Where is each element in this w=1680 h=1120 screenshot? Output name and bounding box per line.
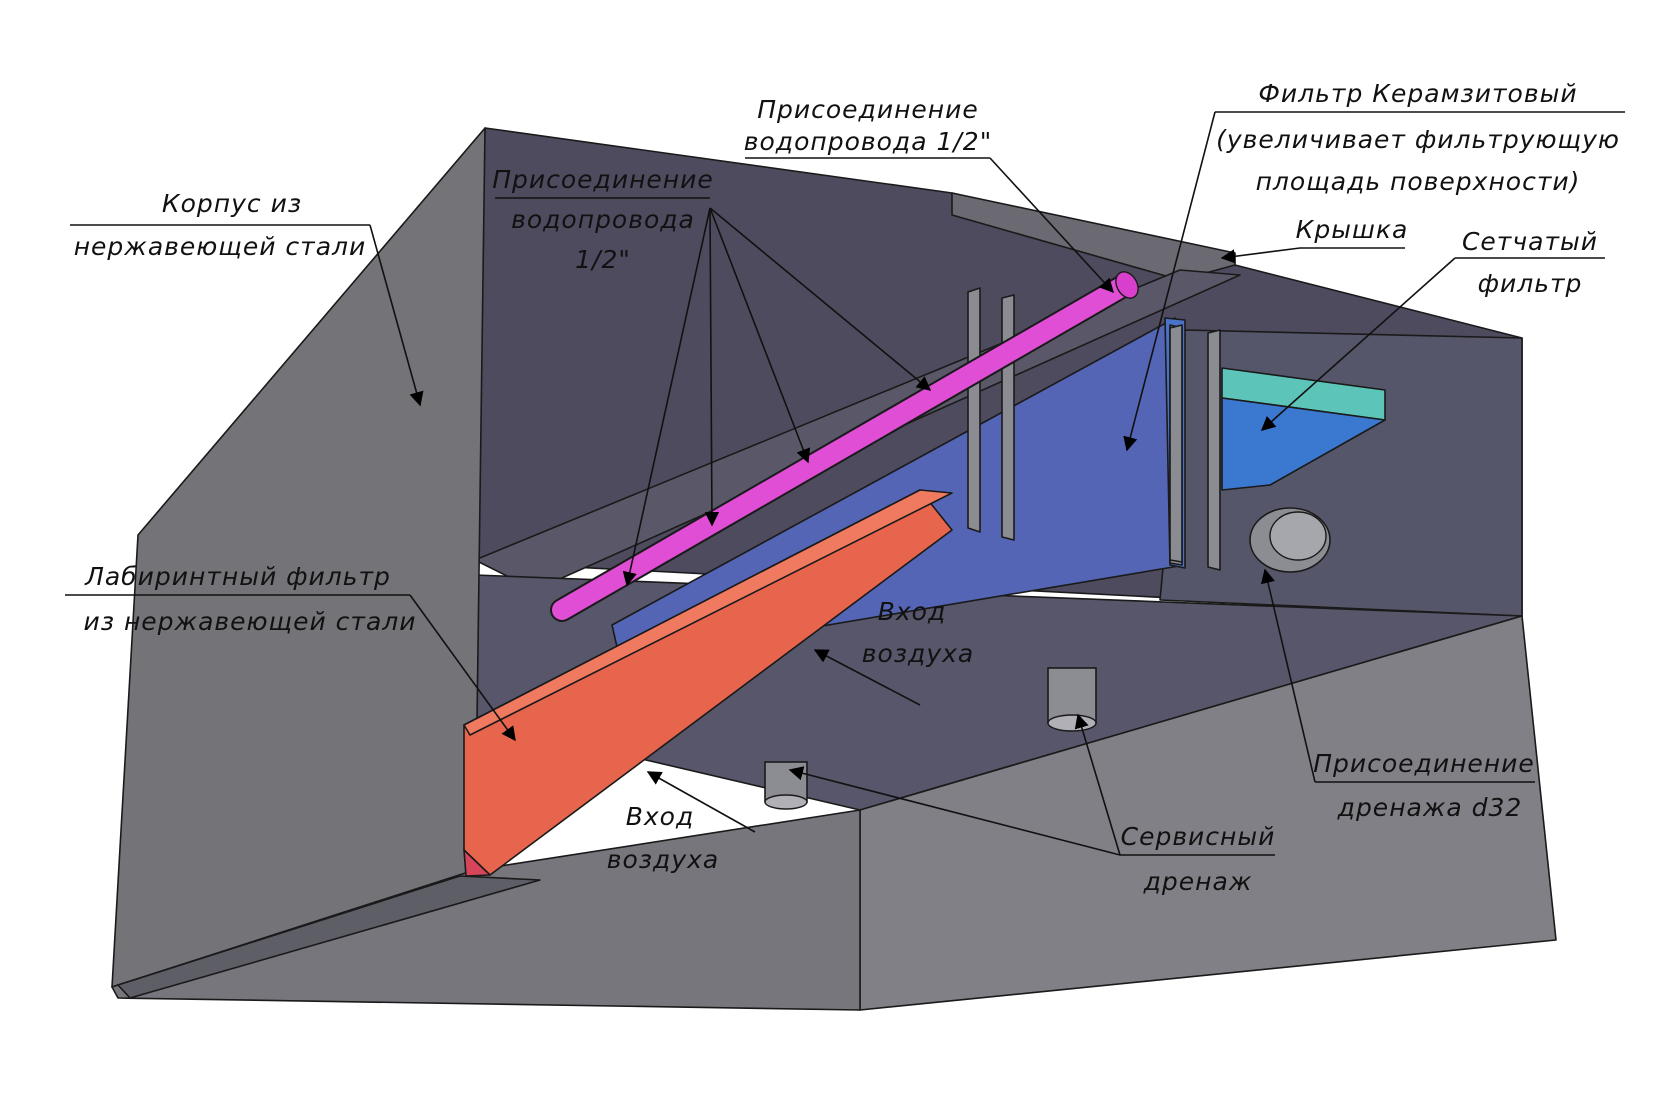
ceramsite-label-line2: (увеличивает фильтрующую bbox=[1216, 125, 1620, 154]
labyrinth-filter bbox=[463, 489, 953, 877]
water1-label-line1: Присоединение bbox=[492, 165, 714, 194]
mesh-leader bbox=[1260, 257, 1456, 431]
drain-pipe-inner bbox=[1269, 511, 1327, 561]
rail-3 bbox=[1169, 324, 1183, 563]
air2-label-line1: Вход bbox=[626, 802, 695, 831]
drain-connection bbox=[1249, 507, 1331, 573]
water2-label-line1: Присоединение bbox=[757, 95, 979, 124]
lid-label: Крышка bbox=[1296, 215, 1409, 244]
water2-leader bbox=[989, 157, 1114, 294]
service-drain-rim-1 bbox=[1047, 714, 1097, 732]
water-pipe-fill bbox=[552, 275, 1135, 620]
labyrinth-leader bbox=[409, 594, 516, 742]
vertical-rails bbox=[967, 287, 1221, 571]
labels: Корпус из нержавеющей стали Присоединени… bbox=[74, 79, 1620, 896]
service-label-line2: дренаж bbox=[1143, 867, 1253, 896]
leader-lines bbox=[65, 111, 1625, 856]
labyrinth-label-line2: из нержавеющей стали bbox=[83, 607, 416, 636]
air2-label-line2: воздуха bbox=[607, 845, 720, 874]
water1-leader-3 bbox=[709, 207, 811, 464]
housing-label-line2: нержавеющей стали bbox=[74, 232, 367, 261]
labyrinth-filter-top bbox=[463, 489, 953, 736]
water1-leader-4 bbox=[709, 207, 932, 391]
service-leader-1 bbox=[1074, 713, 1121, 856]
rail-4 bbox=[1207, 329, 1221, 571]
lid-leader bbox=[1220, 247, 1301, 264]
water-pipe bbox=[550, 271, 1139, 622]
service-drain-rim-2 bbox=[764, 794, 808, 810]
service-label-line1: Сервисный bbox=[1121, 822, 1276, 851]
service-drain-2 bbox=[764, 761, 808, 810]
housing-bottom-face bbox=[111, 809, 861, 1011]
service-leader-2 bbox=[788, 766, 1121, 856]
water1-label-line3: 1/2" bbox=[575, 245, 631, 274]
mesh-label-line2: фильтр bbox=[1478, 269, 1583, 298]
labyrinth-filter-tip bbox=[463, 849, 491, 877]
air2-leader bbox=[646, 771, 756, 833]
rail-1 bbox=[967, 287, 981, 533]
rail-2 bbox=[1001, 294, 1015, 541]
water1-label-line2: водопровода bbox=[511, 205, 695, 234]
water1-leader-1 bbox=[622, 207, 711, 587]
mesh-label-line1: Сетчатый bbox=[1462, 227, 1598, 256]
labyrinth-label-line1: Лабиринтный фильтр bbox=[84, 562, 391, 591]
water-pipe-end bbox=[1115, 271, 1139, 299]
air1-leader bbox=[813, 649, 921, 706]
water1-leader-2 bbox=[704, 207, 720, 527]
drain-label-line2: дренажа d32 bbox=[1337, 793, 1523, 822]
housing-leader bbox=[369, 224, 424, 407]
drain-leader bbox=[1260, 568, 1316, 783]
housing-lip bbox=[117, 875, 541, 999]
ceramsite-leader bbox=[1123, 111, 1216, 452]
drain-label-line1: Присоединение bbox=[1313, 749, 1535, 778]
air1-label-line1: Вход bbox=[878, 597, 947, 626]
water2-label-line2: водопровода 1/2" bbox=[744, 127, 992, 156]
ceramsite-label-line3: площадь поверхности) bbox=[1256, 167, 1581, 196]
ceramsite-label-line1: Фильтр Керамзитовый bbox=[1258, 79, 1577, 108]
air1-label-line2: воздуха bbox=[862, 639, 975, 668]
housing-label-line1: Корпус из bbox=[162, 189, 302, 218]
service-drain-1 bbox=[1047, 667, 1097, 732]
